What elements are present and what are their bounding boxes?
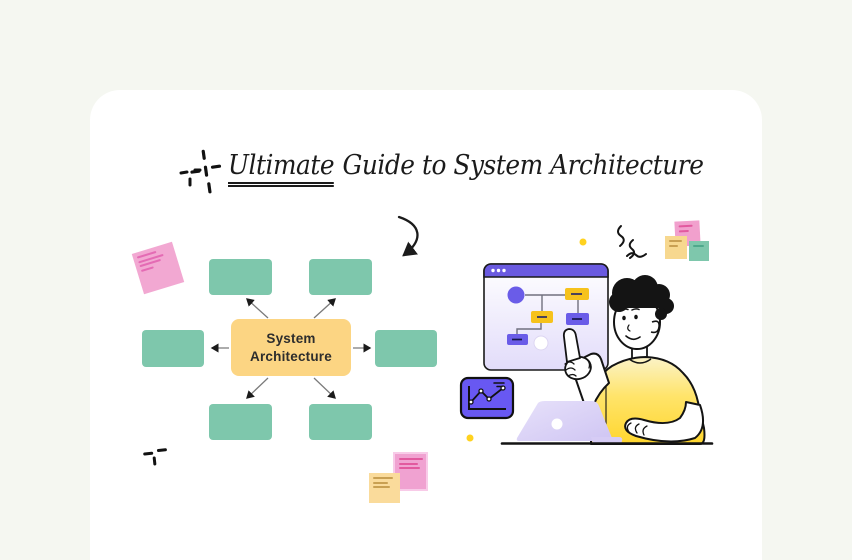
mindmap-center-node: System Architecture [231,319,351,376]
hair [609,275,674,320]
face-features [619,308,641,341]
accent-dot-top [579,238,587,246]
mindmap-branch-top-right [309,259,372,295]
title-underlined-word: Ultimate [228,150,335,187]
squiggle-icon [617,225,647,259]
mindmap-branch-left [142,330,204,367]
person-illustration [459,225,714,445]
mindmap-branch-bottom-left [209,404,272,440]
sticky-note-yellow-bottom [369,473,400,503]
mindmap-center-label-line1: System [266,330,316,346]
title-rest: Guide to System Architecture [342,150,704,181]
flowchart-icon [507,286,589,351]
resting-hand [624,401,705,443]
mindmap-center-label-line2: Architecture [250,348,332,364]
sticky-note-yellow-cluster [665,236,687,259]
sticky-note-pink-bottom [393,452,428,491]
ear-icon [650,320,660,334]
line-chart-icon [459,376,515,420]
eyes [622,314,638,321]
sticky-note-green-cluster [689,241,709,261]
mindmap-branch-right [375,330,437,367]
mindmap-branch-bottom-right [309,404,372,440]
index-finger [562,328,581,363]
pointing-hand [562,328,610,407]
mindmap-branch-top-left [209,259,272,295]
person [500,275,714,445]
window-dots [491,268,506,273]
accent-dot-bottom [466,434,474,442]
